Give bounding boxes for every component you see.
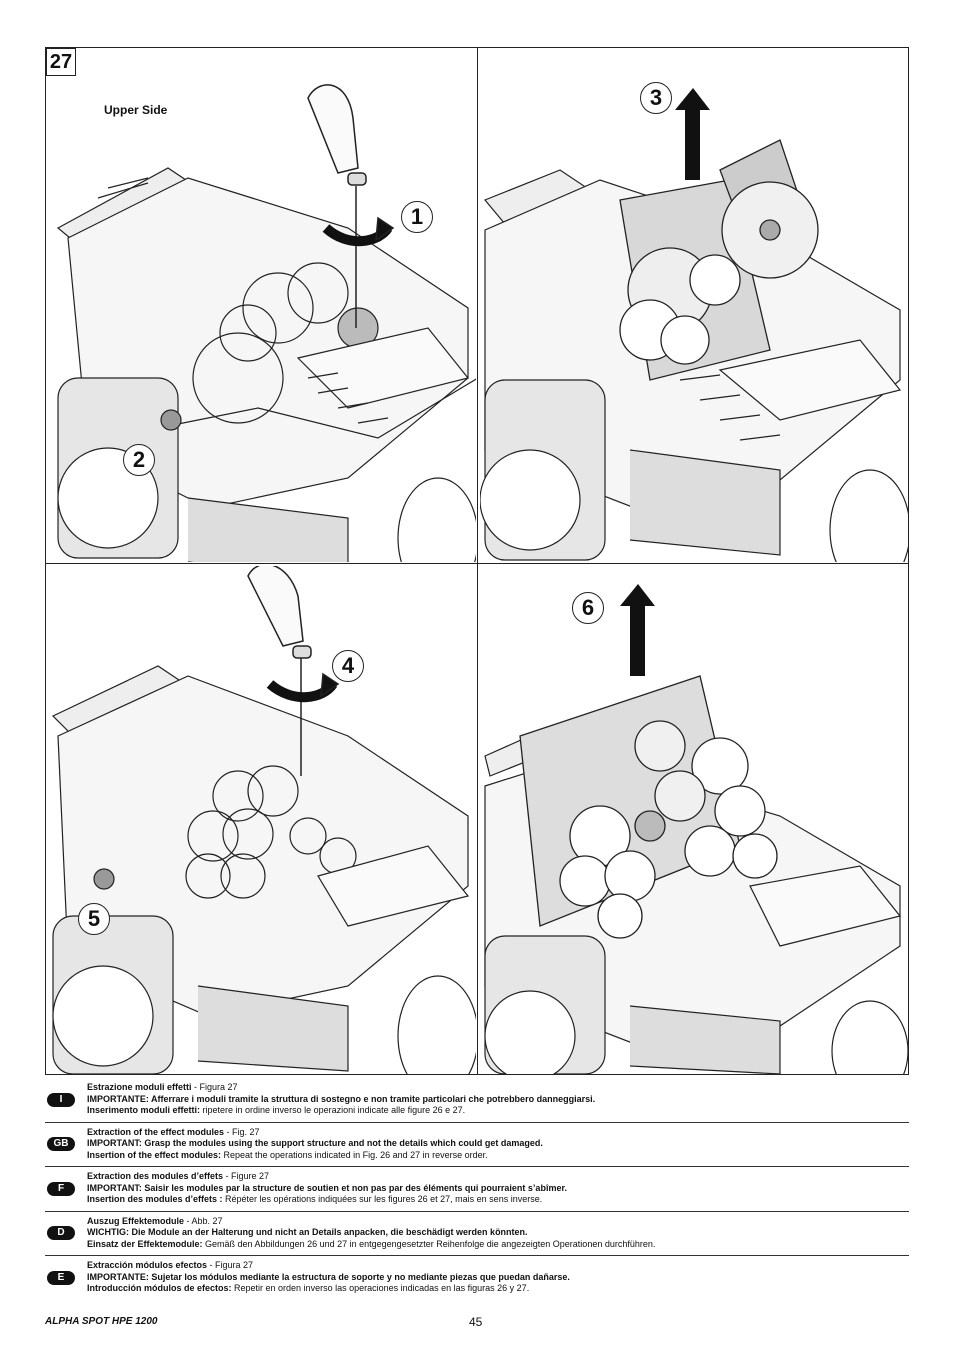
insertion-label: Inserimento moduli effetti: bbox=[87, 1105, 201, 1115]
panel-step-4-5-illustration: 4 5 bbox=[48, 566, 476, 1074]
important-note: IMPORTANTE: Sujetar los módulos mediante… bbox=[87, 1271, 570, 1282]
page-number: 45 bbox=[469, 1315, 483, 1329]
insertion-label: Insertion des modules d’effets : bbox=[87, 1194, 223, 1204]
instructions-spanish: E Extracción módulos efectos - Figura 27… bbox=[45, 1256, 909, 1300]
important-note: WICHTIG: Die Module an der Halterung und… bbox=[87, 1227, 528, 1237]
figure-ref: - Figure 27 bbox=[223, 1171, 270, 1181]
extraction-title: Extraction des modules d’effets bbox=[87, 1171, 224, 1181]
insertion-text: Repeat the operations indicated in Fig. … bbox=[221, 1149, 488, 1160]
figure-ref: - Figura 27 bbox=[191, 1082, 238, 1092]
insertion-label: Einsatz der Effektemodule: bbox=[87, 1238, 203, 1249]
instructions-english: GB Extraction of the effect modules - Fi… bbox=[45, 1123, 909, 1167]
language-badge-fr: F bbox=[47, 1181, 75, 1196]
step-5-marker: 5 bbox=[78, 903, 110, 935]
upper-side-label: Upper Side bbox=[104, 103, 168, 117]
panel-step-1-2-illustration: 1 2 bbox=[48, 78, 476, 562]
language-badge-es: E bbox=[47, 1270, 75, 1285]
figure-number: 27 bbox=[46, 48, 76, 76]
insertion-text: Repetir en orden inverso las operaciones… bbox=[231, 1283, 530, 1293]
instructions-section: I Estrazione moduli effetti - Figura 27 … bbox=[45, 1078, 909, 1300]
instructions-german: D Auszug Effektemodule - Abb. 27 WICHTIG… bbox=[45, 1212, 909, 1256]
important-note: IMPORTANTE: Afferrare i moduli tramite l… bbox=[87, 1093, 596, 1104]
step-3-marker: 3 bbox=[640, 82, 672, 114]
instructions-italian: I Estrazione moduli effetti - Figura 27 … bbox=[45, 1078, 909, 1123]
footer-model-name: ALPHA SPOT HPE 1200 bbox=[45, 1316, 158, 1327]
insertion-text: ripetere in ordine inverso le operazioni… bbox=[200, 1105, 466, 1115]
extraction-title: Extracción módulos efectos bbox=[87, 1260, 208, 1270]
figure-27: 27 Upper Side bbox=[45, 47, 909, 1075]
extraction-title: Auszug Effektemodule bbox=[87, 1215, 185, 1226]
fixture-illustration-bottom-left bbox=[51, 566, 476, 1074]
fixture-illustration-top-left bbox=[56, 84, 476, 562]
extraction-title: Extraction of the effect modules bbox=[87, 1126, 225, 1137]
step-1-marker: 1 bbox=[401, 201, 433, 233]
language-badge-gb: GB bbox=[47, 1137, 75, 1152]
fixture-illustration-bottom-right bbox=[484, 584, 908, 1074]
figure-ref: - Fig. 27 bbox=[224, 1126, 260, 1137]
important-note: IMPORTANT: Saisir les modules par la str… bbox=[87, 1182, 567, 1193]
figure-ref: - Abb. 27 bbox=[184, 1215, 223, 1226]
language-badge-it: I bbox=[47, 1092, 75, 1107]
panel-step-3-illustration: 3 bbox=[480, 50, 908, 562]
language-badge-de: D bbox=[47, 1226, 75, 1241]
extraction-title: Estrazione moduli effetti bbox=[87, 1082, 192, 1092]
panel-step-6-illustration: 6 bbox=[480, 566, 908, 1074]
insertion-text: Gemäß den Abbildungen 26 und 27 in entge… bbox=[202, 1238, 656, 1249]
fixture-illustration-top-right bbox=[480, 88, 908, 562]
important-note: IMPORTANT: Grasp the modules using the s… bbox=[87, 1138, 543, 1148]
insertion-label: Insertion of the effect modules: bbox=[87, 1149, 222, 1160]
figure-ref: - Figura 27 bbox=[207, 1260, 254, 1270]
panel-divider-horizontal bbox=[46, 563, 908, 564]
step-2-marker: 2 bbox=[123, 444, 155, 476]
panel-divider-vertical bbox=[477, 48, 478, 1074]
insertion-label: Introducción módulos de efectos: bbox=[87, 1283, 232, 1293]
step-4-marker: 4 bbox=[332, 650, 364, 682]
insertion-text: Répéter les opérations indiquées sur les… bbox=[222, 1194, 543, 1204]
instructions-french: F Extraction des modules d’effets - Figu… bbox=[45, 1167, 909, 1212]
step-6-marker: 6 bbox=[572, 592, 604, 624]
